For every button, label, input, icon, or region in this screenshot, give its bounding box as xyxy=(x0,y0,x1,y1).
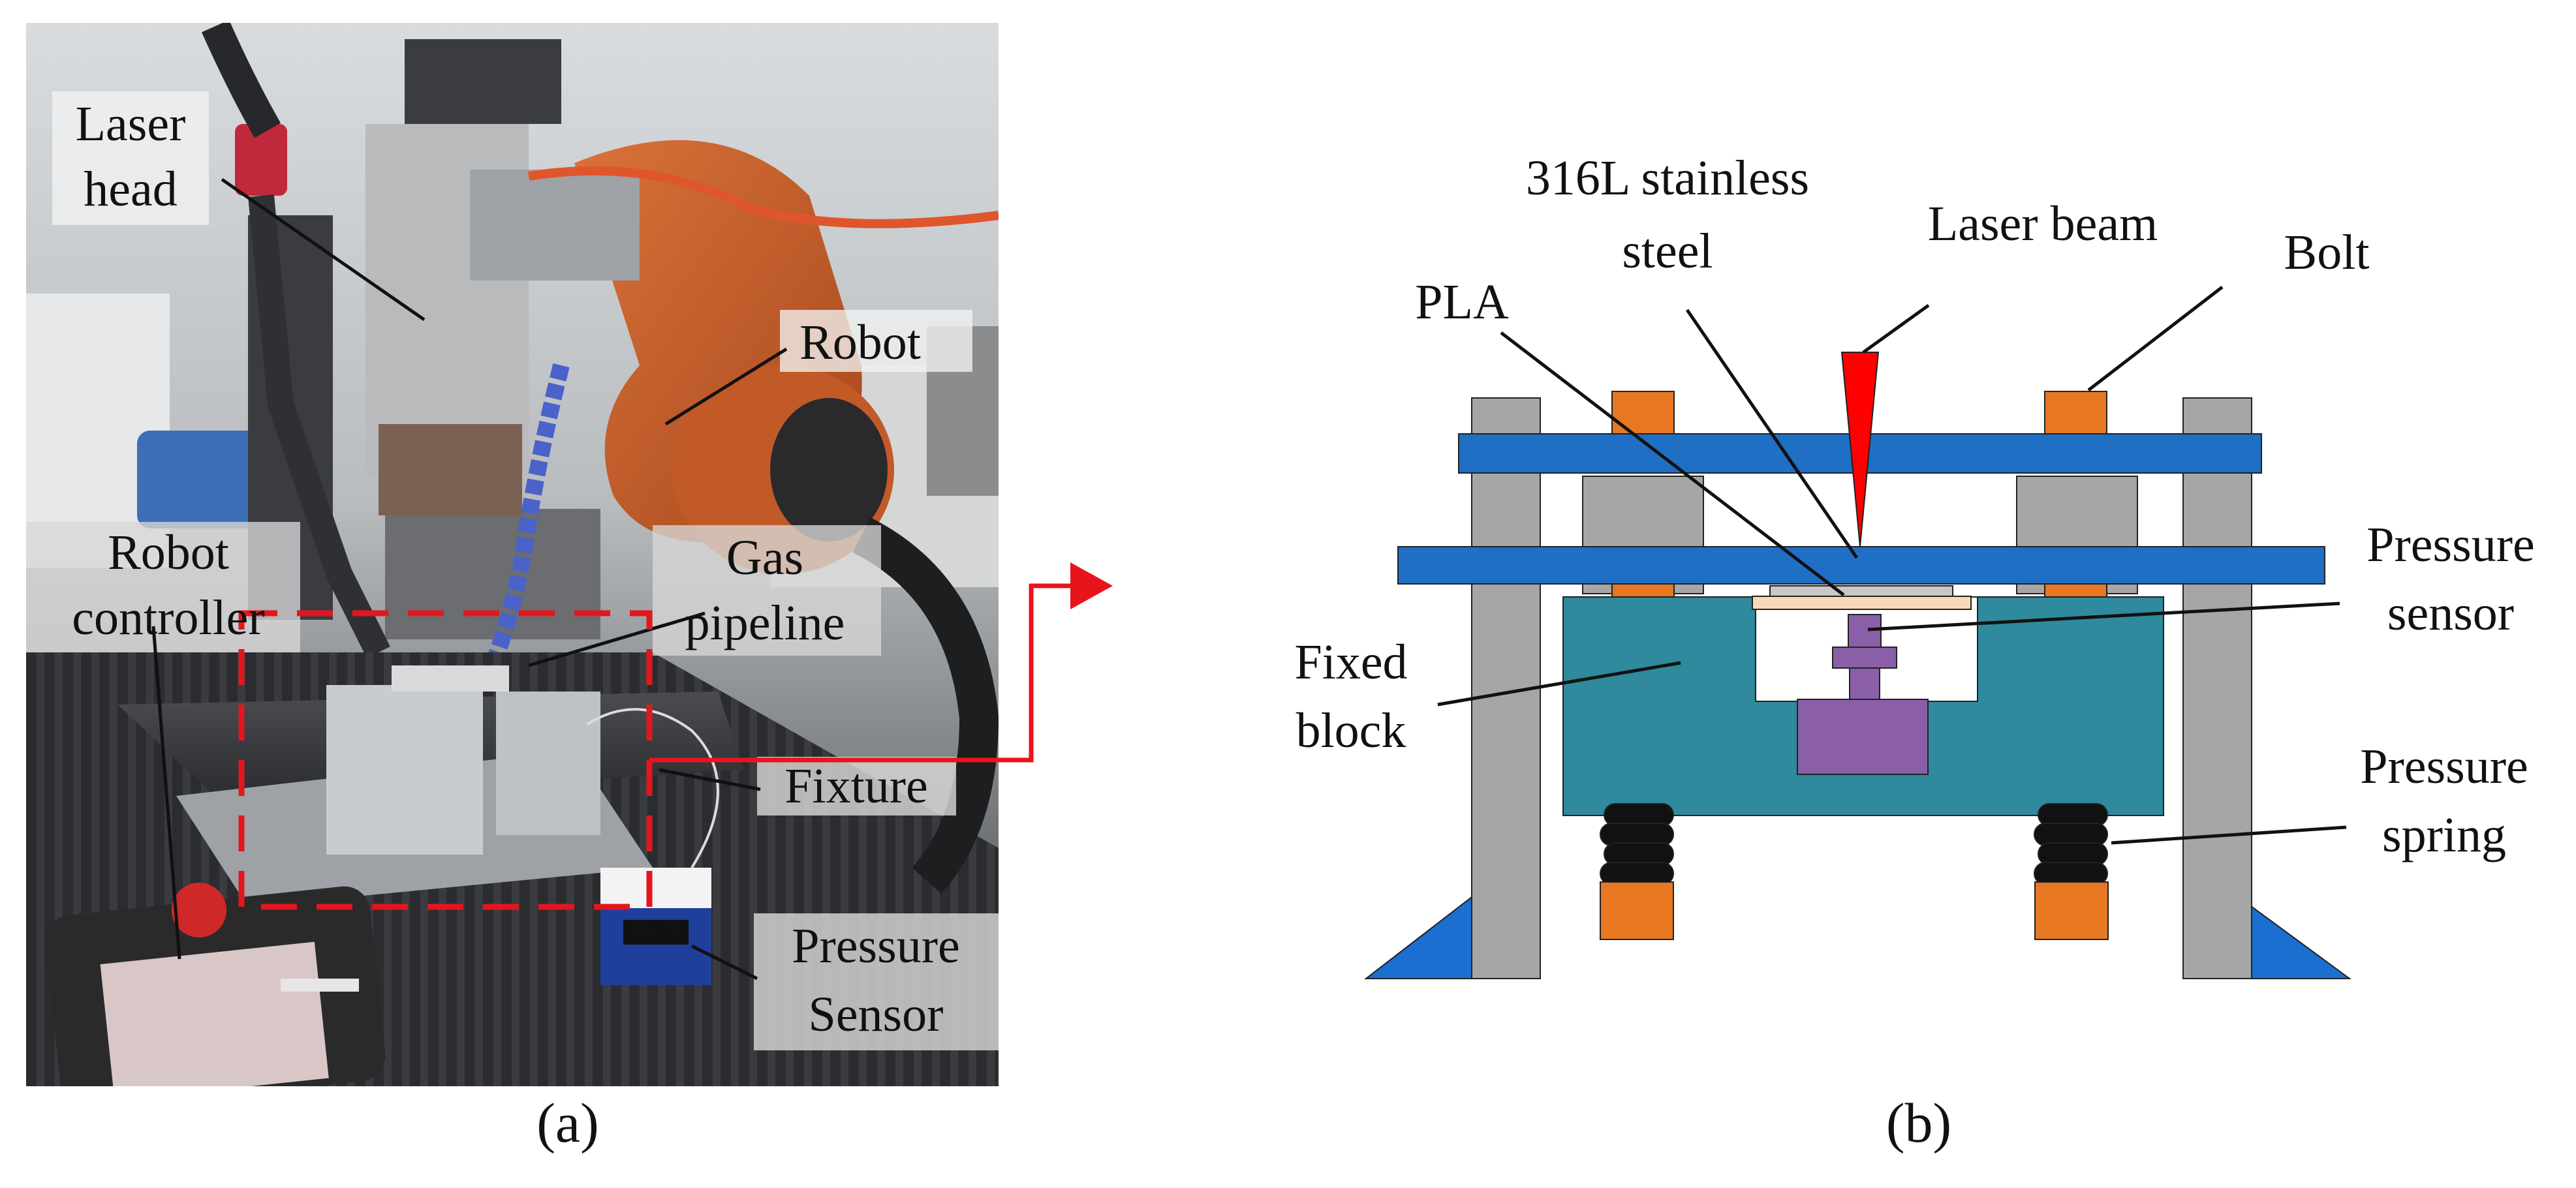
label-pressure-spring-line1: Pressure xyxy=(2360,739,2528,794)
blue-motor xyxy=(137,431,268,528)
label-fixture: Fixture xyxy=(784,759,928,814)
orange-cable xyxy=(527,166,999,228)
label-laser-head-line2: head xyxy=(84,162,177,217)
leader-robot xyxy=(664,347,788,426)
bolt-right-bottom xyxy=(2034,881,2109,940)
caption-b: (b) xyxy=(1886,1091,1951,1154)
leader-steel xyxy=(1685,309,1859,559)
sensor-device-top xyxy=(600,868,711,908)
label-robot-controller-line1: Robot xyxy=(108,525,229,580)
sensor-readout: 0.0 xyxy=(645,924,668,944)
fixture-top-bar xyxy=(392,665,509,692)
laser-head-block xyxy=(470,170,640,281)
pressure-spring-left xyxy=(1600,803,1674,885)
laser-head-top xyxy=(405,39,561,124)
stainless-steel-sheet xyxy=(1769,585,1953,597)
label-robot: Robot xyxy=(799,315,921,370)
robot-motor xyxy=(770,398,888,541)
pressure-spring-right xyxy=(2034,803,2108,885)
pendant-keys xyxy=(281,979,359,992)
leader-pressure-sensor xyxy=(1867,602,2340,632)
label-steel-line2: steel xyxy=(1622,224,1713,279)
cable-chain xyxy=(852,517,999,894)
fixture-frame-right xyxy=(496,692,600,835)
leader-pressure-sensor xyxy=(691,944,758,981)
panel-a-photo: 0.0 Laser head Robot Robot controller Ga… xyxy=(26,23,999,1086)
label-gas-pipeline-line1: Gas xyxy=(726,530,803,585)
label-plate-laser-head xyxy=(52,91,209,225)
robot-base xyxy=(385,509,600,639)
caption-a: (a) xyxy=(536,1091,598,1154)
emergency-stop xyxy=(172,883,226,937)
label-bolt: Bolt xyxy=(2284,225,2370,280)
leader-laser-beam xyxy=(1862,303,1930,354)
sensor-upper-body xyxy=(1832,647,1897,669)
leader-pressure-spring xyxy=(2111,825,2347,845)
label-robot-controller-line2: controller xyxy=(72,590,264,645)
label-fixed-block-line1: Fixed xyxy=(1294,635,1407,690)
leader-robot-controller xyxy=(151,626,181,960)
torch-red-cap xyxy=(235,124,287,196)
panel-b-schematic xyxy=(1364,352,2352,979)
teach-pendant-screen xyxy=(100,941,329,1086)
sensor-base xyxy=(1797,699,1929,775)
label-fixed-block-line2: block xyxy=(1296,703,1406,758)
label-gas-pipeline-line2: pipeline xyxy=(685,596,845,650)
label-pressure-sensor-line1: Pressure xyxy=(792,919,960,973)
sensor-neck xyxy=(1849,667,1880,700)
label-laser-head-line1: Laser xyxy=(76,97,186,151)
pla-sheet xyxy=(1752,596,1972,610)
panel-b-labels: 316L stainless steel Laser beam Bolt PLA… xyxy=(1294,151,2534,862)
label-pressure-sensor-line1: Pressure xyxy=(2367,517,2535,572)
label-pressure-sensor-line2: sensor xyxy=(2387,586,2514,641)
bolt-right-top xyxy=(2044,391,2107,434)
label-pressure-spring-line2: spring xyxy=(2382,808,2506,862)
leader-fixed-block xyxy=(1437,661,1681,707)
connector-arrowhead xyxy=(1070,562,1113,609)
label-plate-robot-controller xyxy=(26,522,300,652)
laser-head-nozzle xyxy=(379,424,522,515)
fixture-frame xyxy=(326,685,483,855)
label-pressure-sensor-line2: Sensor xyxy=(809,987,944,1042)
label-plate-pressure-sensor xyxy=(754,913,999,1050)
lower-plate xyxy=(1397,546,2325,585)
bolt-left-bottom xyxy=(1600,881,1674,940)
label-steel-line1: 316L stainless xyxy=(1526,151,1809,206)
bolt-left-under xyxy=(1611,583,1675,598)
leader-pla xyxy=(1500,331,1845,596)
sensor-top xyxy=(1848,614,1882,648)
bolt-right-under xyxy=(2044,583,2107,598)
connector-arrow-line xyxy=(649,583,1077,763)
base-triangle-right xyxy=(2238,896,2352,979)
sensor-cable xyxy=(586,708,719,869)
leader-laser-head xyxy=(221,177,426,322)
label-plate-robot xyxy=(780,310,972,372)
bolt-left-top xyxy=(1611,391,1675,434)
leader-fixture xyxy=(659,768,761,791)
gas-pipeline-hose xyxy=(474,363,570,695)
panel-b-leaders xyxy=(1437,286,2347,845)
label-pla: PLA xyxy=(1415,275,1509,329)
label-plate-fixture xyxy=(757,757,956,815)
leader-bolt xyxy=(2087,286,2224,391)
torch-cable xyxy=(201,23,281,138)
leader-gas-pipeline xyxy=(528,611,706,667)
sensor-display xyxy=(623,920,689,945)
label-laser-beam: Laser beam xyxy=(1928,196,2158,251)
base-triangle-left xyxy=(1364,895,1472,979)
guide-post-right xyxy=(2182,397,2252,979)
laser-beam xyxy=(1840,352,1880,547)
label-plate-gas-pipeline xyxy=(653,525,881,656)
